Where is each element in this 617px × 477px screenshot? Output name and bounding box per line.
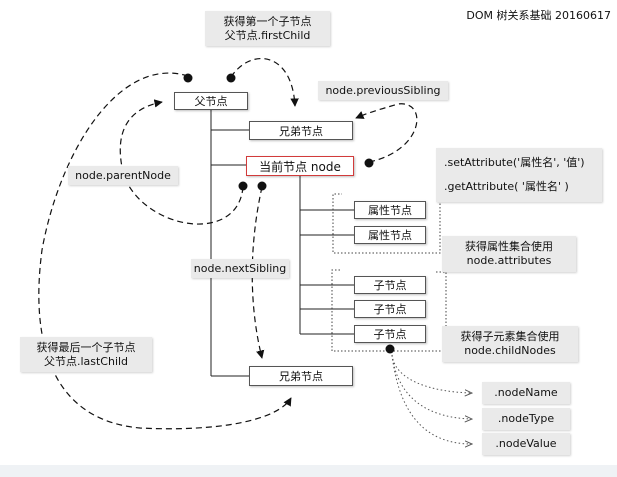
parent-node-label: node.parentNode: [75, 168, 171, 182]
attributes-note-line1: 获得属性集合使用: [465, 240, 553, 253]
first-child-note: 获得第一个子节点 父节点.firstChild: [205, 11, 330, 46]
property-arrows: [391, 354, 472, 444]
previous-sibling-note: node.previousSibling: [318, 81, 448, 100]
get-attribute-label: .getAttribute( '属性名' ): [444, 180, 569, 193]
attributes-note-line2: node.attributes: [466, 254, 552, 267]
next-sibling-note: node.nextSibling: [191, 259, 289, 278]
current-node: 当前节点 node: [246, 156, 354, 176]
last-child-note-line1: 获得最后一个子节点: [36, 340, 136, 354]
node-name-prop: .nodeName: [482, 382, 570, 404]
last-child-note: 获得最后一个子节点 父节点.lastChild: [20, 337, 152, 372]
tree-lines: [210, 110, 354, 377]
node-type-label: .nodeType: [497, 412, 555, 425]
child-nodes-note-line1: 获得子元素集合使用: [460, 330, 560, 343]
attributes-note: 获得属性集合使用 node.attributes: [442, 236, 576, 272]
last-child-note-line2: 父节点.lastChild: [43, 354, 129, 368]
node-type-prop: .nodeType: [482, 408, 570, 430]
previous-sibling-node: 兄弟节点: [249, 121, 353, 140]
parent-node-note: node.parentNode: [68, 166, 178, 185]
child-nodes-note-line2: node.childNodes: [464, 344, 556, 357]
child-nodes-note: 获得子元素集合使用 node.childNodes: [442, 326, 578, 362]
group-brackets: [331, 193, 447, 352]
attribute-methods-note: .setAttribute('属性名', '值') .getAttribute(…: [436, 148, 602, 202]
relation-arrows: [38, 57, 418, 430]
next-sibling-node: 兄弟节点: [249, 366, 353, 386]
parent-node: 父节点: [174, 92, 248, 110]
set-attribute-label: .setAttribute('属性名', '值'): [444, 156, 585, 169]
node-value-prop: .nodeValue: [482, 433, 570, 455]
child-node-1: 子节点: [354, 276, 426, 294]
anchor-dots: [183, 73, 395, 354]
child-node-3: 子节点: [354, 325, 426, 343]
first-child-note-line1: 获得第一个子节点: [223, 14, 312, 28]
attribute-node-2: 属性节点: [354, 226, 426, 244]
child-node-2: 子节点: [354, 300, 426, 318]
diagram-title: DOM 树关系基础 20160617: [466, 9, 611, 22]
node-name-label: .nodeName: [494, 386, 558, 399]
next-sibling-label: node.nextSibling: [193, 261, 287, 275]
footer-bar: [0, 465, 617, 477]
previous-sibling-label: node.previousSibling: [325, 83, 441, 97]
first-child-note-line2: 父节点.firstChild: [224, 28, 311, 42]
node-value-label: .nodeValue: [495, 437, 557, 450]
attribute-node-1: 属性节点: [354, 201, 426, 219]
